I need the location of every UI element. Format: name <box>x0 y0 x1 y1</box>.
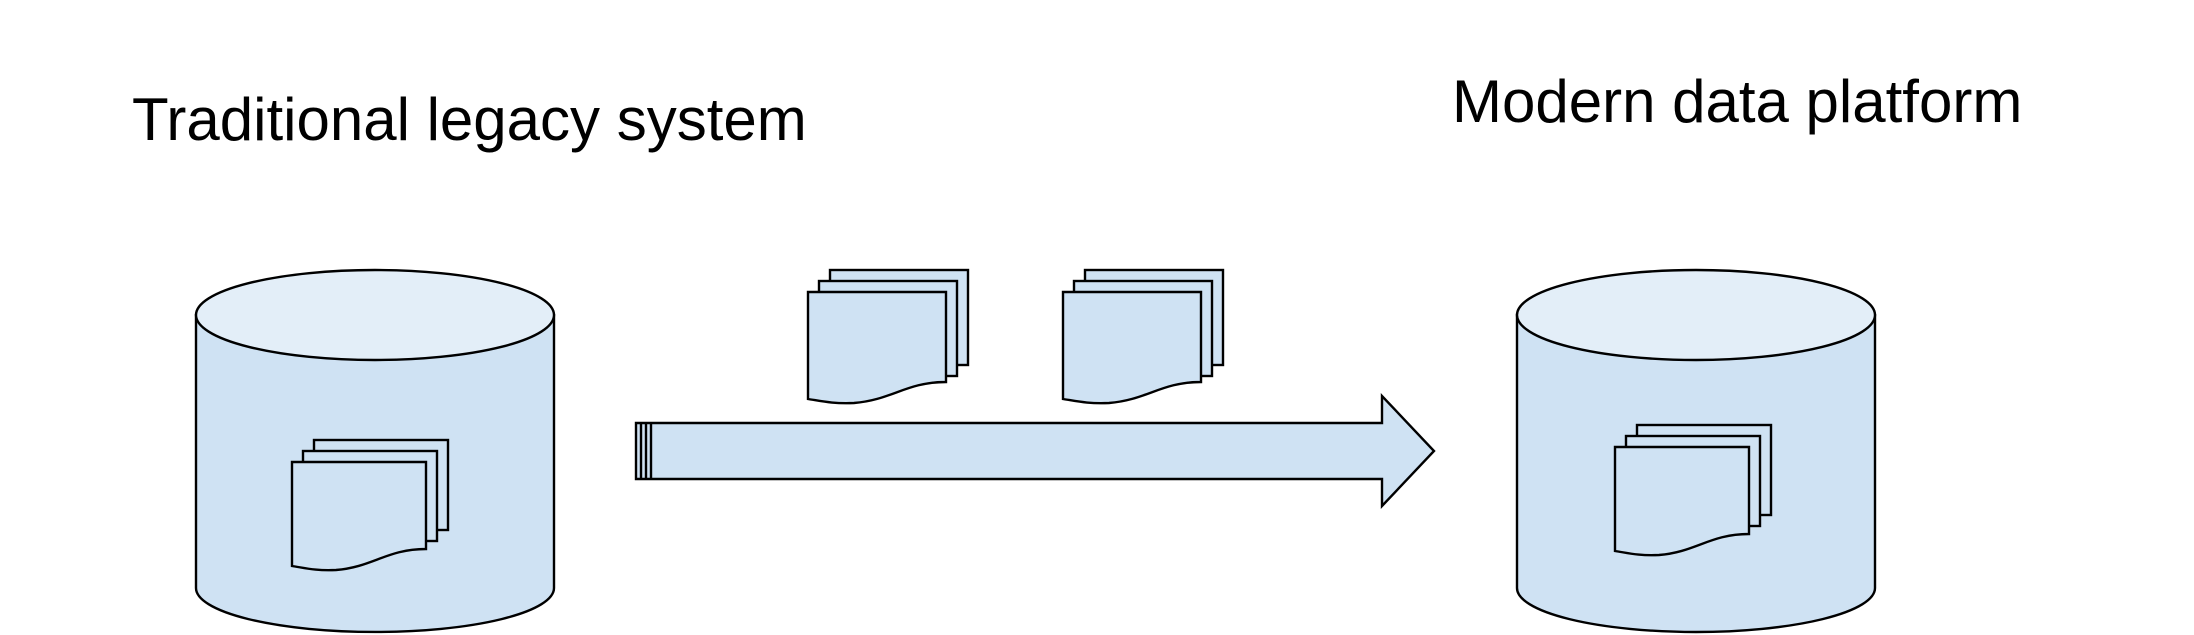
transit-documents-icon <box>1061 268 1225 405</box>
source-system-title: Traditional legacy system <box>132 86 807 153</box>
migration-arrow-icon <box>634 392 1436 510</box>
transit-documents-icon <box>806 268 970 405</box>
modern-documents-icon <box>1613 423 1773 557</box>
target-system-title: Modern data platform <box>1452 68 2023 135</box>
legacy-documents-icon <box>290 438 450 572</box>
